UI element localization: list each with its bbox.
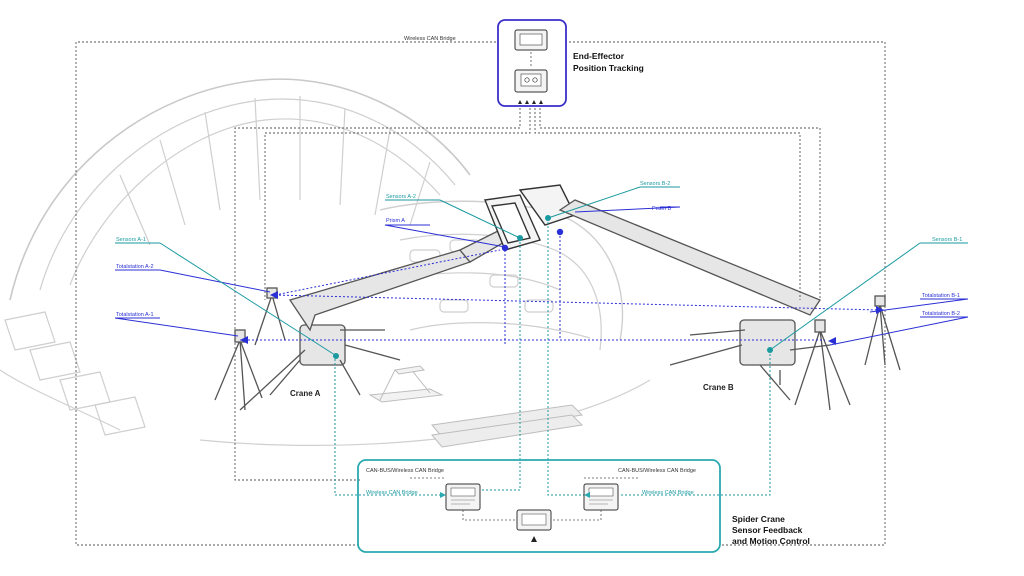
bottom-box-title-1: Spider Crane — [732, 514, 785, 524]
tracking-lines — [114, 206, 969, 346]
sensor-markers — [333, 215, 773, 359]
label-totalstation-a1: Totalstation A-1 — [116, 312, 154, 318]
label-sensors-a1: Sensors A-1 — [116, 237, 146, 243]
label-sensors-b1: Sensors B-1 — [932, 237, 962, 243]
sensor-lines — [115, 186, 968, 496]
wireless-left-label: Wireless CAN Bridge — [366, 490, 418, 496]
monitor-icon — [516, 509, 552, 531]
bottom-box-title-2: Sensor Feedback — [732, 525, 803, 535]
component-labels: Sensors A-1 Totalstation A-2 Totalstatio… — [116, 181, 962, 318]
crane-b-drawing — [558, 199, 901, 411]
building-element — [431, 404, 584, 448]
monitor-icon — [514, 29, 548, 51]
work-table — [368, 365, 444, 403]
label-totalstation-a2: Totalstation A-2 — [116, 264, 154, 270]
label-prism-a: Prism A — [386, 218, 405, 224]
wireless-right-label: Wireless CAN Bridge — [642, 490, 694, 496]
can-network-lines — [75, 41, 886, 546]
top-box-title-1: End-Effector — [573, 51, 625, 61]
top-bridge-label: Wireless CAN Bridge — [404, 36, 456, 42]
prism-markers — [240, 228, 884, 345]
label-totalstation-b2: Totalstation B-2 — [922, 311, 960, 317]
controller-a-icon — [445, 483, 481, 511]
bridge-right-label: CAN-BUS/Wireless CAN Bridge — [618, 468, 696, 474]
bridge-left-label: CAN-BUS/Wireless CAN Bridge — [366, 468, 444, 474]
crane-a-label: Crane A — [290, 389, 321, 398]
crane-a-drawing — [214, 229, 509, 411]
label-prism-b: Prism B — [652, 206, 672, 212]
end-effector — [484, 184, 576, 251]
spider-crane-control-box: CAN-BUS/Wireless CAN Bridge CAN-BUS/Wire… — [357, 459, 810, 553]
crane-b-label: Crane B — [703, 383, 734, 392]
controller-icon — [514, 69, 548, 93]
end-effector-tracking-box: End-Effector Position Tracking Wireless … — [404, 19, 644, 107]
bottom-box-title-3: and Motion Control — [732, 536, 810, 546]
label-totalstation-b1: Totalstation B-1 — [922, 293, 960, 299]
shell-structure — [0, 78, 651, 447]
label-sensors-a2: Sensors A-2 — [386, 194, 416, 200]
label-sensors-b2: Sensors B-2 — [640, 181, 670, 187]
top-box-title-2: Position Tracking — [573, 63, 644, 73]
